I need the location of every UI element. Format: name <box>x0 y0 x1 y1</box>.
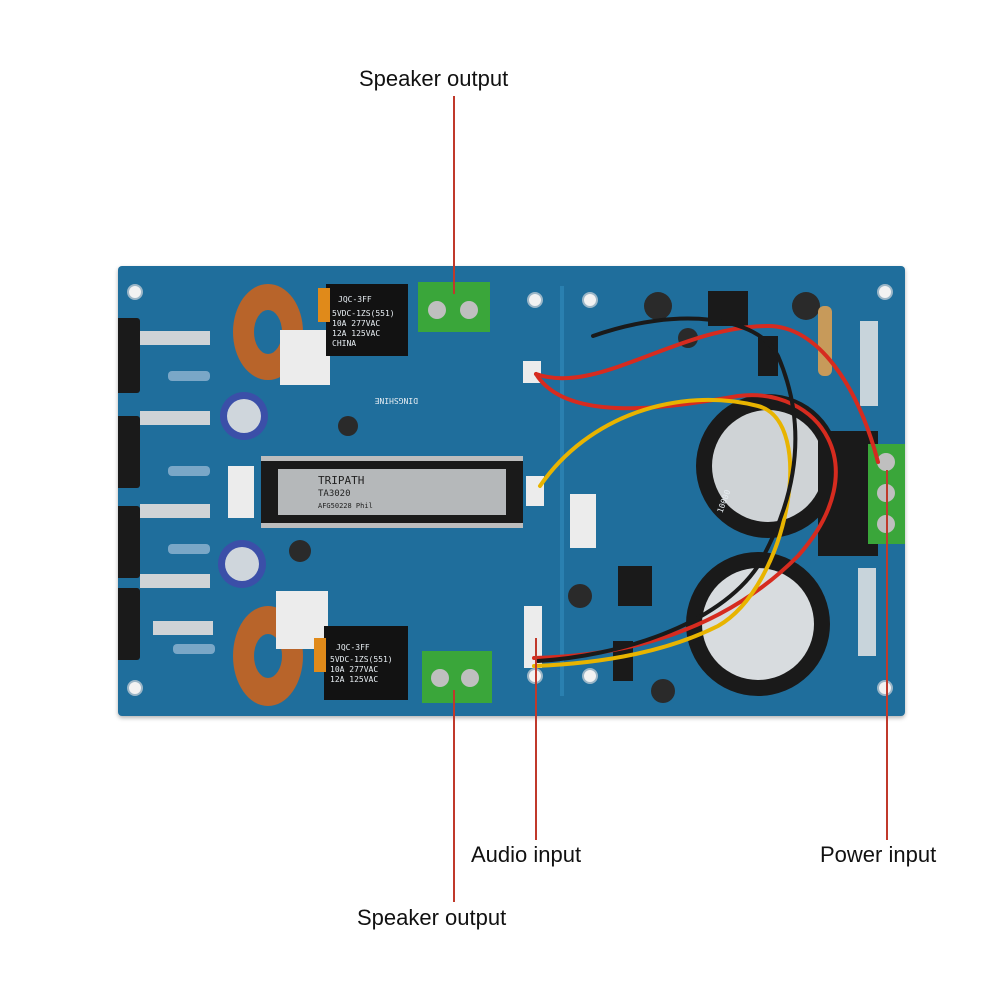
svg-text:10A 277VAC: 10A 277VAC <box>330 665 378 674</box>
relay-top <box>318 284 408 356</box>
svg-text:TA3020: TA3020 <box>318 489 351 499</box>
svg-text:TRIPATH: TRIPATH <box>318 474 364 487</box>
svg-text:10A 277VAC: 10A 277VAC <box>332 319 380 328</box>
svg-text:12A 125VAC: 12A 125VAC <box>332 329 380 338</box>
svg-text:JQC-3FF: JQC-3FF <box>336 643 370 652</box>
svg-text:AFG50228 Phil: AFG50228 Phil <box>318 502 373 510</box>
amplifier-board-illustration: JQC-3FF 5VDC-1ZS(551) 10A 277VAC 12A 125… <box>118 282 905 706</box>
svg-text:DINGSHINE: DINGSHINE <box>374 396 418 405</box>
svg-text:5VDC-1ZS(551): 5VDC-1ZS(551) <box>332 309 395 318</box>
speaker-output-top-label: Speaker output <box>359 66 509 91</box>
leader-speaker-output-top <box>453 96 455 294</box>
leader-power-input <box>886 470 888 840</box>
speaker-output-bottom-label: Speaker output <box>357 905 507 930</box>
speaker-terminal-bottom <box>422 651 492 703</box>
svg-text:12A 125VAC: 12A 125VAC <box>330 675 378 684</box>
leader-audio-input <box>535 638 537 840</box>
svg-text:JQC-3FF: JQC-3FF <box>338 295 372 304</box>
amplifier-board-photo: JQC-3FF 5VDC-1ZS(551) 10A 277VAC 12A 125… <box>118 266 905 716</box>
svg-text:CHINA: CHINA <box>332 339 356 348</box>
relay-bottom <box>314 626 408 700</box>
filter-capacitors <box>686 394 840 696</box>
tripath-chip <box>261 456 523 528</box>
svg-text:5VDC-1ZS(551): 5VDC-1ZS(551) <box>330 655 393 664</box>
leader-speaker-output-bottom <box>453 690 455 902</box>
mosfet-group <box>118 318 140 660</box>
audio-input-label: Audio input <box>471 842 582 867</box>
power-input-label: Power input <box>820 842 937 867</box>
